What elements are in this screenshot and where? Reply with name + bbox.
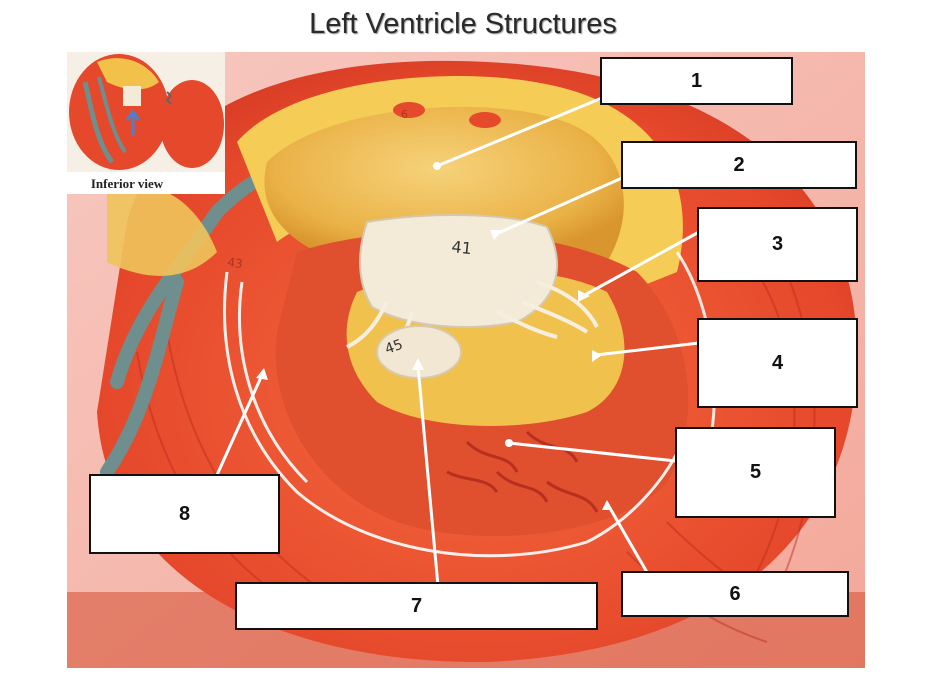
label-box-2[interactable]: 2	[621, 141, 857, 189]
label-box-3[interactable]: 3	[697, 207, 858, 282]
leader-line-1	[435, 96, 604, 168]
label-box-5[interactable]: 5	[675, 427, 836, 518]
leader-line-6	[605, 501, 650, 576]
label-box-6[interactable]: 6	[621, 571, 849, 617]
diagram-title: Left Ventricle Structures	[309, 8, 617, 40]
model-marking-45: 45	[383, 337, 405, 358]
inferior-view-inset: Inferior view	[67, 52, 225, 194]
model-marking-43: 43	[227, 255, 244, 271]
leader-line-2	[494, 176, 624, 236]
leader-line-8	[215, 373, 264, 477]
label-box-7[interactable]: 7	[235, 582, 598, 630]
label-box-1[interactable]: 1	[600, 57, 793, 105]
leader-line-7	[416, 364, 440, 588]
leader-line-3	[581, 230, 701, 298]
model-marking-41: 41	[451, 237, 473, 258]
inset-caption: Inferior view	[90, 176, 164, 191]
label-box-8[interactable]: 8	[89, 474, 280, 554]
leader-line-4	[594, 341, 701, 357]
model-marking-6: 6	[401, 108, 408, 121]
leader-line-5	[507, 441, 678, 463]
mitral-valve-cusp	[359, 214, 558, 328]
label-box-4[interactable]: 4	[697, 318, 858, 408]
